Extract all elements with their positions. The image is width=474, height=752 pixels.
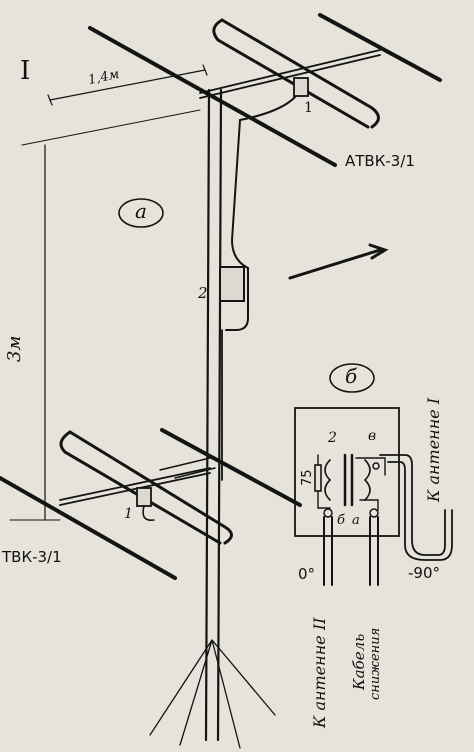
box-2-label: 2 xyxy=(328,430,337,446)
direction-arrow xyxy=(288,248,382,280)
top-folded-dipole xyxy=(212,18,380,129)
feed-cable-label-2: снижения xyxy=(368,627,383,700)
roman-one-label: I xyxy=(20,56,31,86)
dim-span-line xyxy=(49,69,206,101)
bottom-boom xyxy=(59,467,211,506)
box-v-label: в xyxy=(368,428,377,444)
top-director-rod xyxy=(88,26,337,167)
mast xyxy=(204,88,223,742)
fig-b-circle xyxy=(329,363,375,393)
resistor-75-label: 75 xyxy=(300,469,315,486)
junction-box xyxy=(219,266,245,302)
terminal-b xyxy=(323,508,333,518)
feed-cable-upper xyxy=(225,89,301,331)
top-reflector-rod xyxy=(318,13,442,82)
inset-box xyxy=(294,407,400,537)
feed-cable-label-1: Кабель xyxy=(350,633,368,690)
fig-a-label: а xyxy=(135,199,147,223)
antenna-top-model: АТВК-3/1 xyxy=(345,152,415,170)
terminal-v xyxy=(372,462,380,470)
angle-minus90-label: -90° xyxy=(408,564,440,582)
cable-to-antenna-I xyxy=(379,454,453,561)
guy-wires xyxy=(149,639,276,749)
box-b-label: б xyxy=(337,513,345,528)
box-a-label: а xyxy=(352,513,360,528)
top-boom xyxy=(199,49,381,99)
antenna-bottom-model: ТВК-3/1 xyxy=(2,548,62,566)
dim-height-label: 3м xyxy=(4,335,25,362)
top-connector xyxy=(293,77,309,97)
fig-a-circle xyxy=(118,198,164,228)
to-antenna-I-label: К антенне I xyxy=(424,397,443,502)
bottom-connector xyxy=(136,487,152,507)
bottom-reflector-rod xyxy=(160,428,302,507)
cable-to-antenna-II xyxy=(323,516,333,586)
transformer xyxy=(343,453,354,507)
to-antenna-II-label: К антенне II xyxy=(310,617,329,728)
bottom-director-rod xyxy=(0,476,177,580)
callout-2: 2 xyxy=(198,284,208,302)
fig-b-label: б xyxy=(345,364,358,388)
callout-1-bottom: 1 xyxy=(124,506,133,522)
bottom-folded-dipole xyxy=(59,430,233,545)
cable-down xyxy=(369,516,379,586)
callout-1-top: 1 xyxy=(304,100,313,116)
angle-0-label: 0° xyxy=(298,565,316,583)
terminal-a xyxy=(369,508,379,518)
resistor xyxy=(314,464,322,492)
